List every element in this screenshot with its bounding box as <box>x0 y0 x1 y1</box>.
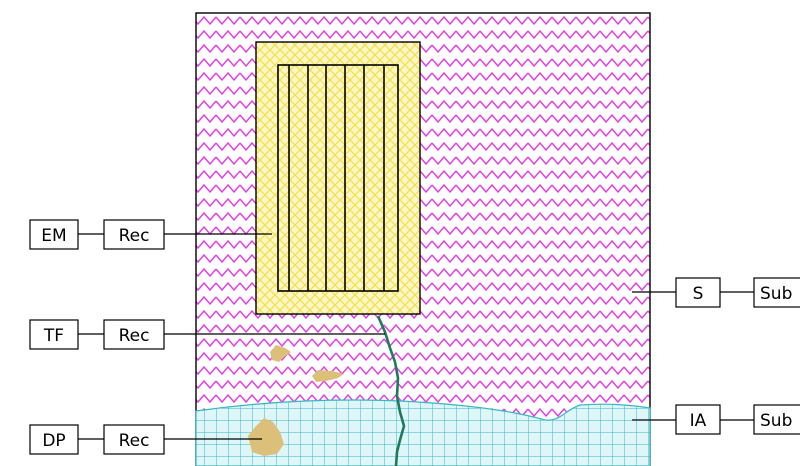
label-sub-ia: Sub <box>760 411 792 431</box>
label-rec-tf: Rec <box>119 326 150 346</box>
electrode-block <box>256 42 420 314</box>
label-em: EM <box>41 226 66 246</box>
callout-ia: IA Sub <box>632 405 800 434</box>
label-rec-em: Rec <box>119 226 150 246</box>
label-ia: IA <box>690 411 707 431</box>
label-s: S <box>693 284 704 304</box>
label-tf: TF <box>43 326 64 346</box>
label-dp: DP <box>42 431 65 451</box>
label-sub-s: Sub <box>760 284 792 304</box>
label-rec-dp: Rec <box>119 431 150 451</box>
callout-s: S Sub <box>632 278 800 307</box>
